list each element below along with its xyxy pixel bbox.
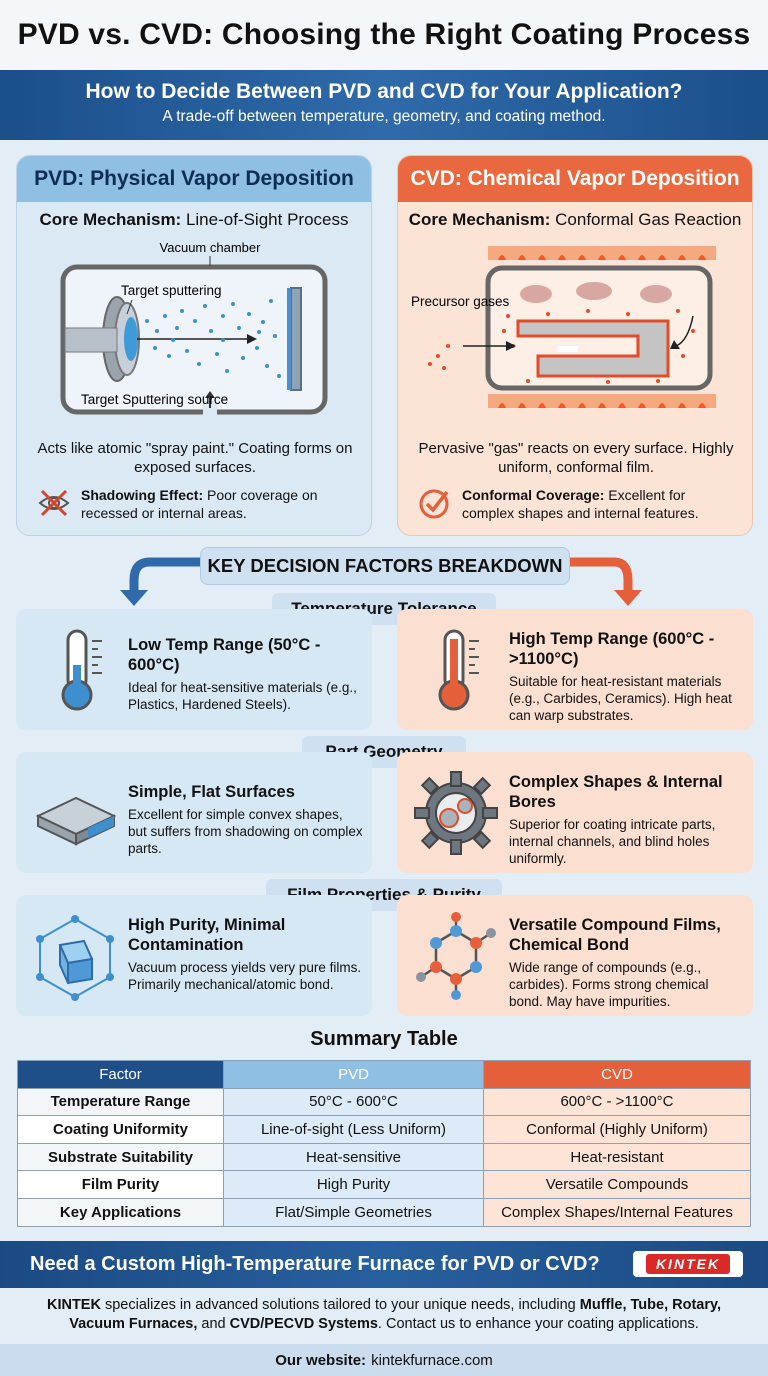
pvd-note: Shadowing Effect: Poor coverage on reces… [37, 486, 357, 522]
pvd-mechanism-label: Core Mechanism: [39, 210, 182, 229]
footer-products1: Muffle, Tube, Rotary, Vacuum Furnaces, [69, 1297, 722, 1332]
table-cell-cvd: Versatile Compounds [483, 1170, 751, 1199]
cvd-description: Pervasive "gas" reacts on every surface.… [418, 440, 734, 476]
cvd-geom-text: Superior for coating intricate parts, in… [509, 817, 716, 866]
decision-arrows [120, 557, 642, 606]
subtitle-banner: How to Decide Between PVD and CVD for Yo… [0, 70, 768, 140]
table-cell-cvd: Complex Shapes/Internal Features [483, 1197, 751, 1227]
cta-banner: Need a Custom High-Temperature Furnace f… [0, 1241, 768, 1288]
footer-products2: CVD/PECVD Systems [229, 1316, 378, 1332]
cvd-note-text: Excellent for complex shapes and interna… [462, 487, 699, 521]
table-cell-cvd: 600°C - >1100°C [483, 1087, 751, 1117]
table-cell-pvd: Flat/Simple Geometries [223, 1197, 484, 1227]
cvd-panel: CVD: Chemical Vapor Deposition Core Mech… [397, 155, 753, 536]
footer-part1: specializes in advanced solutions tailor… [100, 1297, 580, 1313]
cvd-note: Conformal Coverage: Excellent for comple… [418, 486, 738, 522]
pvd-film-heading: High Purity, Minimal Contamination [128, 916, 286, 954]
summary-header-pvd: PVD [223, 1060, 484, 1089]
cvd-film-text: Wide range of compounds (e.g., carbides)… [509, 960, 709, 1009]
table-cell-factor: Substrate Suitability [17, 1142, 224, 1172]
card-pvd-film: High Purity, Minimal Contamination Vacuu… [16, 895, 372, 1016]
summary-header-cvd: CVD [483, 1060, 751, 1089]
footer-part3: . Contact us to enhance your coating app… [377, 1316, 699, 1332]
pvd-chamber-diagram: Vacuum chamber Target sputtering Target … [60, 240, 328, 417]
footer-part2: and [197, 1316, 230, 1332]
cvd-temp-heading: High Temp Range (600°C - >1100°C) [509, 630, 715, 668]
banner-question: How to Decide Between PVD and CVD for Yo… [85, 80, 683, 103]
card-cvd-geometry: Complex Shapes & Internal Bores Superior… [397, 752, 753, 873]
cvd-note-title: Conformal Coverage: [462, 487, 605, 503]
pvd-film-text: Vacuum process yields very pure films. P… [128, 960, 362, 992]
summary-title: Summary Table [310, 1028, 458, 1050]
gear-icon [414, 771, 498, 855]
table-cell-factor: Key Applications [17, 1197, 224, 1227]
table-cell-factor: Film Purity [17, 1170, 224, 1199]
cvd-label-precursor: Precursor gases [411, 294, 510, 309]
check-circle-icon [419, 489, 449, 519]
pvd-header: PVD: Physical Vapor Deposition [17, 156, 371, 202]
pvd-label-target: Target sputtering [121, 283, 222, 298]
table-cell-pvd: Line-of-sight (Less Uniform) [223, 1115, 484, 1144]
flat-plate-icon [35, 796, 117, 846]
cvd-geom-heading: Complex Shapes & Internal Bores [509, 773, 723, 811]
website-bar: Our website: kintekfurnace.com [0, 1344, 768, 1376]
table-cell-cvd: Conformal (Highly Uniform) [483, 1115, 751, 1144]
kintek-logo-text: KINTEK [645, 1254, 731, 1274]
pvd-geom-text: Excellent for simple convex shapes, but … [128, 807, 363, 856]
crystal-lattice-icon [36, 915, 114, 1001]
cvd-reactor-diagram: Precursor gases [411, 246, 716, 408]
molecule-icon [416, 912, 496, 1000]
thermometer-low-icon [61, 629, 102, 711]
footer-text: KINTEK specializes in advanced solutions… [20, 1296, 748, 1334]
footer-brand: KINTEK [46, 1297, 101, 1313]
pvd-label-chamber: Vacuum chamber [160, 240, 262, 255]
summary-header-factor: Factor [17, 1060, 224, 1089]
cvd-mechanism-label: Core Mechanism: [408, 210, 551, 229]
pvd-note-text: Poor coverage on recessed or internal ar… [81, 487, 318, 521]
table-cell-factor: Coating Uniformity [17, 1115, 224, 1144]
pvd-note-title: Shadowing Effect: [81, 487, 204, 503]
page-title: PVD vs. CVD: Choosing the Right Coating … [17, 18, 751, 51]
thermometer-high-icon [438, 629, 479, 711]
table-row: Substrate Suitability Heat-sensitive Hea… [17, 1142, 751, 1172]
cvd-mechanism: Core Mechanism: Conformal Gas Reaction [398, 210, 752, 230]
cvd-header: CVD: Chemical Vapor Deposition [398, 156, 752, 202]
pvd-temp-heading: Low Temp Range (50°C - 600°C) [128, 636, 321, 674]
table-row: Key Applications Flat/Simple Geometries … [17, 1197, 751, 1227]
card-cvd-temperature: High Temp Range (600°C - >1100°C) Suitab… [397, 609, 753, 730]
cta-text: Need a Custom High-Temperature Furnace f… [30, 1253, 600, 1275]
table-cell-factor: Temperature Range [17, 1087, 224, 1117]
card-cvd-film: Versatile Compound Films, Chemical Bond … [397, 895, 753, 1016]
banner-subtitle: A trade-off between temperature, geometr… [162, 108, 606, 125]
shadowing-icon [38, 489, 70, 517]
pvd-label-source: Target Sputtering source [81, 392, 228, 407]
table-cell-cvd: Heat-resistant [483, 1142, 751, 1172]
website-link[interactable]: kintekfurnace.com [371, 1351, 493, 1369]
card-pvd-temperature: Low Temp Range (50°C - 600°C) Ideal for … [16, 609, 372, 730]
table-row: Coating Uniformity Line-of-sight (Less U… [17, 1115, 751, 1144]
table-row: Film Purity High Purity Versatile Compou… [17, 1170, 751, 1199]
summary-header-row: Factor PVD CVD [17, 1060, 751, 1089]
pvd-description: Acts like atomic "spray paint." Coating … [37, 440, 353, 476]
card-pvd-geometry: Simple, Flat Surfaces Excellent for simp… [16, 752, 372, 873]
website-label: Our website: [275, 1351, 367, 1369]
pvd-panel: PVD: Physical Vapor Deposition Core Mech… [16, 155, 372, 536]
table-cell-pvd: High Purity [223, 1170, 484, 1199]
cvd-temp-text: Suitable for heat-resistant materials (e… [509, 674, 732, 723]
pvd-mechanism: Core Mechanism: Line-of-Sight Process [17, 210, 371, 230]
table-row: Temperature Range 50°C - 600°C 600°C - >… [17, 1087, 751, 1117]
pvd-temp-text: Ideal for heat-sensitive materials (e.g.… [128, 680, 357, 712]
cvd-film-heading: Versatile Compound Films, Chemical Bond [509, 916, 721, 954]
cvd-mechanism-value: Conformal Gas Reaction [555, 210, 742, 229]
pvd-geom-heading: Simple, Flat Surfaces [128, 783, 295, 801]
title-bar: PVD vs. CVD: Choosing the Right Coating … [0, 0, 768, 70]
table-cell-pvd: 50°C - 600°C [223, 1087, 484, 1117]
kintek-logo[interactable]: KINTEK [633, 1251, 743, 1277]
decision-factors-title: KEY DECISION FACTORS BREAKDOWN [200, 547, 570, 585]
summary-table: Factor PVD CVD Temperature Range 50°C - … [17, 1060, 751, 1227]
pvd-mechanism-value: Line-of-Sight Process [185, 210, 349, 229]
table-cell-pvd: Heat-sensitive [223, 1142, 484, 1172]
